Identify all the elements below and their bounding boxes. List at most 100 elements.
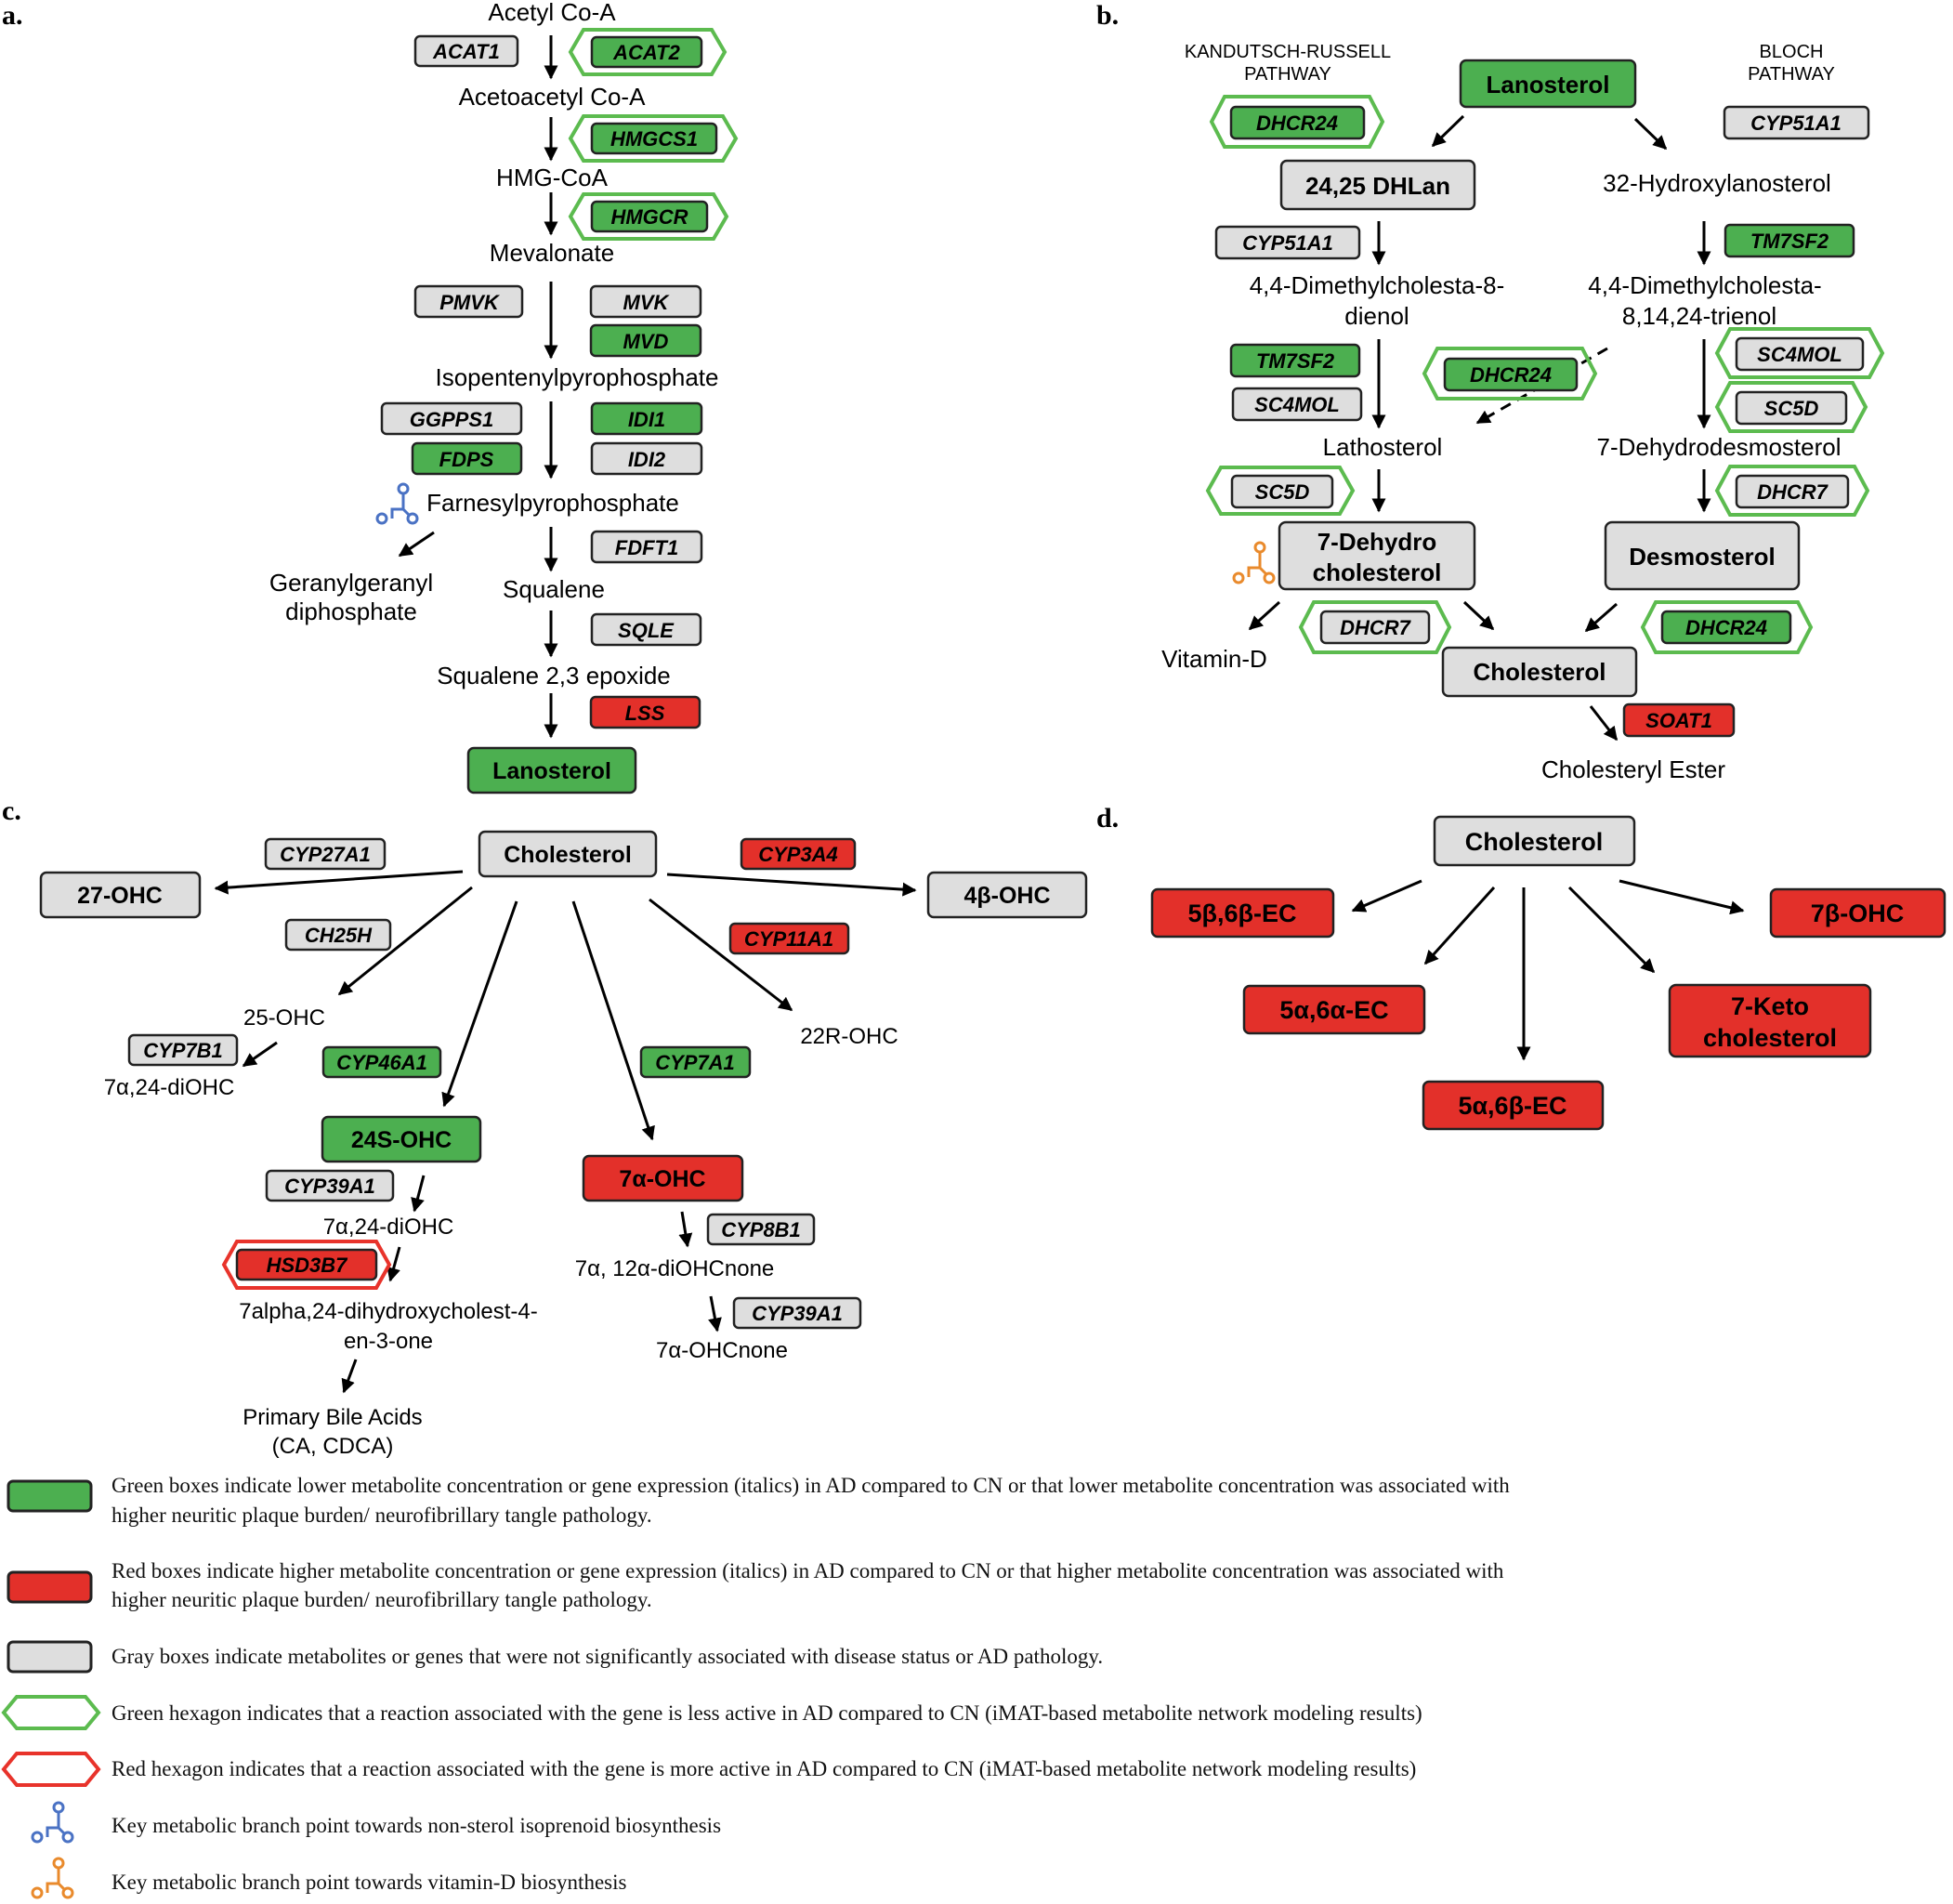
gene-box-fdft1: [590, 530, 703, 564]
gene-box-cyp39a1-right: [732, 1296, 862, 1330]
metabolite-7a24-diohc-left: 7α,24-diOHC: [104, 1075, 235, 1100]
metabolite-cholesterol-b: Cholesterol: [1473, 658, 1606, 686]
legend-branch-isoprenoid-line1: Key metabolic branch point towards non-s…: [111, 1814, 721, 1837]
metabolite-cholesteryl-ester: Cholesteryl Ester: [1541, 755, 1725, 783]
gene-dhcr7-kr: DHCR7: [1340, 616, 1412, 639]
metabolite-dihydroxycholest-line1: 7alpha,24-dihydroxycholest-4-: [239, 1299, 538, 1324]
legend-branch-isoprenoid-icon: [31, 1801, 74, 1844]
metabolite-desmosterol: Desmosterol: [1629, 543, 1776, 571]
gene-box-acat1: [413, 34, 519, 68]
gene-fdft1: FDFT1: [615, 536, 678, 559]
metabolite-hmg-coa: HMG-CoA: [496, 164, 609, 191]
metabolite-squalene: Squalene: [503, 575, 605, 603]
metabolite-box-cholesterol-b: [1441, 646, 1638, 698]
gene-cyp46a1: CYP46A1: [336, 1051, 427, 1074]
gene-cyp11a1: CYP11A1: [744, 927, 833, 951]
gene-box-dhcr7-kr: [1319, 610, 1431, 645]
legend-swatch-red-hexagon: [1, 1752, 101, 1787]
metabolite-box-27-ohc: [39, 871, 202, 919]
gene-box-dhcr7-bloch: [1735, 474, 1850, 509]
gene-box-idi2: [590, 441, 703, 476]
gene-box-acat2: [590, 35, 703, 69]
metabolite-geranylgeranyl: Geranylgeranyl: [269, 569, 433, 597]
gene-ch25h: CH25H: [305, 924, 373, 947]
gene-box-hmgcs1: [590, 122, 718, 155]
metabolite-cholesterol-c: Cholesterol: [504, 842, 632, 868]
metabolite-dimethylcholesta-trienol-line1: 4,4-Dimethylcholesta-: [1588, 271, 1821, 299]
metabolite-24s-ohc: 24S-OHC: [351, 1127, 452, 1153]
gene-box-cyp46a1: [321, 1045, 442, 1079]
gene-fdps: FDPS: [439, 448, 494, 471]
metabolite-dimethylcholesta-dienol-line1: 4,4-Dimethylcholesta-8-: [1250, 271, 1505, 299]
gene-idi1: IDI1: [628, 408, 665, 431]
metabolite-acetoacetyl-coa: Acetoacetyl Co-A: [459, 83, 647, 111]
metabolite-box-5a6a-ec: [1242, 984, 1426, 1035]
gene-cyp3a4: CYP3A4: [758, 843, 838, 866]
metabolite-lanosterol-b: Lanosterol: [1487, 71, 1610, 98]
metabolite-box-5a6b-ec: [1422, 1080, 1605, 1131]
gene-box-sc4mol-kr: [1231, 387, 1363, 422]
kr-pathway-title-line1: KANDUTSCH-RUSSELL: [1185, 42, 1391, 62]
metabolite-lathosterol: Lathosterol: [1323, 433, 1443, 461]
kr-pathway-title-line2: PATHWAY: [1244, 64, 1331, 85]
branch-point-vitamin-d-icon: [1232, 541, 1276, 584]
gene-box-hmgcr: [590, 200, 709, 233]
metabolite-farnesylpyrophosphate: Farnesylpyrophosphate: [426, 489, 679, 517]
metabolite-dihydroxycholest-line2: en-3-one: [344, 1329, 433, 1354]
gene-box-cyp7a1: [639, 1045, 752, 1079]
metabolite-isopentenylpyrophosphate: Isopentenylpyrophosphate: [435, 363, 718, 391]
panel-label-d: d.: [1096, 803, 1119, 834]
gene-acat1: ACAT1: [432, 40, 500, 63]
legend-branch-vitamin-d-line1: Key metabolic branch point towards vitam…: [111, 1871, 626, 1894]
metabolite-box-7a-ohc: [582, 1154, 744, 1202]
legend-green-hexagon-line1: Green hexagon indicates that a reaction …: [111, 1701, 1422, 1725]
gene-idi2: IDI2: [628, 448, 666, 471]
metabolite-7-keto-line2: cholesterol: [1703, 1024, 1837, 1052]
gene-box-idi1: [590, 401, 703, 436]
metabolite-primary-bile-acids-line2: (CA, CDCA): [272, 1434, 394, 1459]
metabolite-25-ohc: 25-OHC: [243, 1005, 325, 1031]
panel-label-c: c.: [2, 795, 21, 826]
metabolite-primary-bile-acids-line1: Primary Bile Acids: [242, 1405, 422, 1430]
metabolite-box-cholesterol-c: [478, 830, 658, 878]
metabolite-4b-ohc: 4β-OHC: [963, 883, 1050, 909]
metabolite-box-lanosterol-b: [1459, 59, 1637, 109]
gene-hmgcs1: HMGCS1: [610, 127, 698, 151]
legend-swatch-green-box: [7, 1479, 93, 1513]
legend-red-box-line2: higher neuritic plaque burden/ neurofibr…: [111, 1588, 652, 1611]
legend-green-box-line2: higher neuritic plaque burden/ neurofibr…: [111, 1504, 652, 1527]
metabolite-box-4b-ohc: [926, 871, 1088, 919]
metabolite-7b-ohc: 7β-OHC: [1811, 899, 1905, 927]
bloch-pathway-title-line1: BLOCH: [1760, 42, 1824, 62]
metabolite-mevalonate: Mevalonate: [490, 239, 614, 267]
gene-cyp39a1-left: CYP39A1: [284, 1175, 375, 1198]
gene-box-cyp7b1: [127, 1033, 239, 1067]
gene-dhcr24-mid: DHCR24: [1470, 363, 1552, 387]
gene-box-ggpps1: [380, 401, 523, 436]
gene-cyp51a1-bloch: CYP51A1: [1750, 112, 1842, 135]
gene-hmgcr: HMGCR: [610, 205, 688, 229]
gene-box-cyp8b1: [706, 1213, 816, 1246]
metabolite-diphosphate: diphosphate: [285, 597, 417, 625]
gene-tm7sf2-kr: TM7SF2: [1256, 349, 1335, 373]
legend-swatch-red-box: [7, 1570, 93, 1604]
metabolite-box-2425-dhlan: [1279, 159, 1476, 211]
panel-b: KANDUTSCH-RUSSELL PATHWAY BLOCH PATHWAY …: [1161, 42, 1885, 783]
metabolite-7a-ohc: 7α-OHC: [619, 1166, 705, 1192]
legend-swatch-green-hexagon: [1, 1695, 101, 1730]
gene-box-tm7sf2-bloch: [1724, 223, 1855, 258]
branch-point-isoprenoid-icon: [375, 482, 419, 525]
gene-box-cyp51a1-kr: [1214, 225, 1361, 260]
metabolite-7a12a-diohcnone: 7α, 12α-diOHCnone: [575, 1256, 775, 1281]
gene-cyp7a1: CYP7A1: [655, 1051, 735, 1074]
metabolite-7-dehydro-line2: cholesterol: [1313, 558, 1442, 586]
gene-box-mvd: [589, 323, 702, 358]
legend-gray-box-line1: Gray boxes indicate metabolites or genes…: [111, 1645, 1103, 1668]
gene-box-sc5d-kr: [1230, 474, 1334, 509]
legend-branch-vitamin-d-icon: [31, 1857, 74, 1899]
metabolite-squalene-epoxide: Squalene 2,3 epoxide: [437, 662, 671, 689]
gene-box-ch25h: [284, 918, 392, 952]
gene-mvk: MVK: [623, 291, 671, 314]
metabolite-vitamin-d: Vitamin-D: [1161, 645, 1267, 673]
